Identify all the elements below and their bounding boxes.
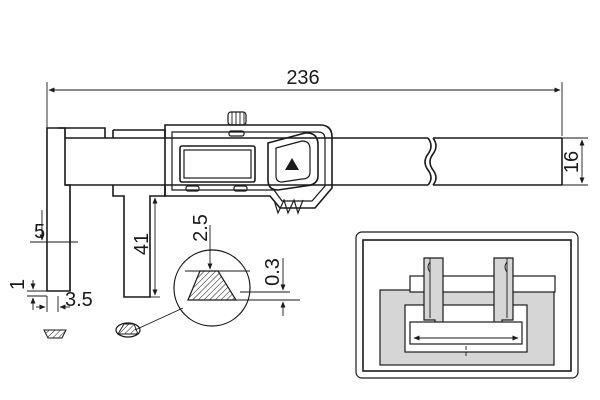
lcd-screen bbox=[179, 145, 256, 183]
fixed-jaw bbox=[46, 127, 106, 292]
inset-left-jaw bbox=[423, 257, 444, 329]
caliper-beam bbox=[65, 137, 563, 186]
tip-section-symbol bbox=[43, 329, 67, 339]
jaw-length-dimension: 41 bbox=[131, 195, 160, 298]
application-inset bbox=[355, 231, 579, 379]
mode-button-housing bbox=[267, 132, 319, 191]
right-button[interactable] bbox=[233, 185, 248, 192]
inset-right-jaw bbox=[493, 257, 514, 329]
beam-height-dimension: 16 bbox=[561, 137, 588, 186]
lcd-inner-frame bbox=[183, 149, 252, 179]
top-button[interactable] bbox=[228, 130, 245, 137]
overall-length-label: 236 bbox=[286, 67, 319, 89]
grip-teeth bbox=[273, 198, 304, 215]
tip-depth-dimension: 5 bbox=[30, 210, 78, 243]
beam-height-label: 16 bbox=[561, 151, 583, 173]
detail-height-label: 2.5 bbox=[190, 214, 212, 242]
tip-detail-callout: 2.5 0.3 bbox=[115, 214, 300, 338]
slider-jaw bbox=[112, 129, 166, 298]
overall-length-dimension: 236 bbox=[46, 67, 563, 136]
detail-flat-label: 0.3 bbox=[262, 258, 284, 286]
tip-width-label: 3.5 bbox=[65, 289, 93, 311]
tip-depth-label: 5 bbox=[34, 221, 45, 243]
display-housing bbox=[164, 111, 333, 215]
mode-button[interactable] bbox=[275, 140, 311, 183]
tip-size-dimensions: 1 3.5 bbox=[7, 279, 93, 312]
jaw-length-label: 41 bbox=[131, 233, 153, 255]
left-button[interactable] bbox=[185, 185, 200, 192]
knurled-thumb-wheel-icon[interactable] bbox=[227, 111, 247, 126]
play-triangle-icon bbox=[285, 158, 299, 170]
tip-thickness-label: 1 bbox=[7, 279, 29, 290]
